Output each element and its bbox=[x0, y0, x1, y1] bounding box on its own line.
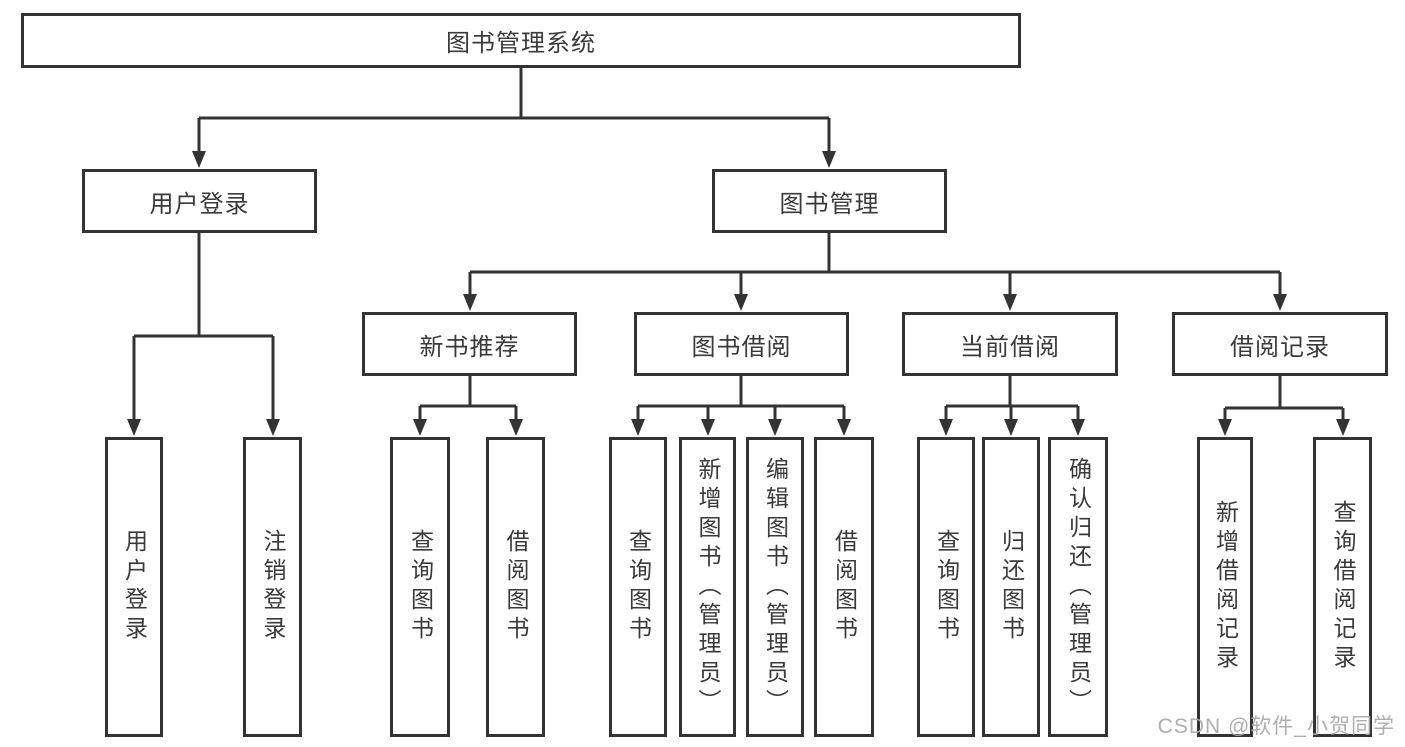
connector-root-split bbox=[197, 68, 831, 152]
node-book-borrow-label: 图书借阅 bbox=[691, 333, 792, 361]
leaf-user-login-label: 用户登录 bbox=[121, 529, 148, 645]
leaf-borrow-query-book-label: 查询图书 bbox=[625, 529, 652, 645]
node-new-book-recommend-label: 新书推荐 bbox=[419, 333, 520, 361]
node-new-book-recommend: 新书推荐 bbox=[362, 312, 577, 376]
leaf-logout-label: 注销登录 bbox=[260, 529, 286, 645]
leaf-borrow-query-book: 查询图书 bbox=[609, 437, 667, 737]
leaf-recommend-borrow-book: 借阅图书 bbox=[486, 437, 545, 737]
leaf-add-book-admin-label: 新增图书（管理员） bbox=[695, 456, 721, 718]
node-current-borrow: 当前借阅 bbox=[902, 312, 1118, 376]
node-root-label: 图书管理系统 bbox=[446, 30, 596, 57]
leaf-query-borrow-record-label: 查询借阅记录 bbox=[1330, 500, 1356, 674]
leaf-query-borrow-record: 查询借阅记录 bbox=[1313, 437, 1372, 737]
leaf-borrow-book-label: 借阅图书 bbox=[831, 529, 858, 645]
leaf-add-borrow-record-label: 新增借阅记录 bbox=[1212, 500, 1239, 674]
node-root: 图书管理系统 bbox=[21, 13, 1021, 68]
connector-book-mgmt-split bbox=[468, 233, 1282, 296]
node-user-login-label: 用户登录 bbox=[149, 190, 250, 218]
node-book-management: 图书管理 bbox=[712, 169, 947, 233]
leaf-add-book-admin: 新增图书（管理员） bbox=[679, 437, 736, 737]
leaf-edit-book-admin-label: 编辑图书（管理员） bbox=[762, 456, 789, 718]
node-borrow-record-label: 借阅记录 bbox=[1230, 333, 1330, 361]
connector-borrow-record-split bbox=[1223, 376, 1345, 420]
leaf-current-query-book-label: 查询图书 bbox=[933, 529, 960, 645]
node-user-login: 用户登录 bbox=[82, 169, 317, 233]
leaf-add-borrow-record: 新增借阅记录 bbox=[1197, 437, 1253, 737]
connector-current-borrow-split bbox=[944, 376, 1080, 420]
connector-new-book-split bbox=[418, 376, 518, 420]
connector-book-borrow-split bbox=[636, 376, 846, 420]
node-book-borrow: 图书借阅 bbox=[634, 312, 849, 376]
leaf-recommend-query-book-label: 查询图书 bbox=[407, 529, 434, 645]
leaf-logout: 注销登录 bbox=[243, 437, 302, 737]
leaf-user-login: 用户登录 bbox=[105, 437, 163, 737]
leaf-recommend-borrow-book-label: 借阅图书 bbox=[503, 529, 529, 645]
leaf-return-book-label: 归还图书 bbox=[998, 529, 1025, 645]
leaf-return-book: 归还图书 bbox=[982, 437, 1040, 737]
leaf-confirm-return-admin: 确认归还（管理员） bbox=[1048, 437, 1108, 737]
leaf-edit-book-admin: 编辑图书（管理员） bbox=[746, 437, 804, 737]
node-borrow-record: 借阅记录 bbox=[1172, 312, 1388, 376]
csdn-watermark: CSDN @软件_小贺同学 bbox=[1157, 715, 1395, 738]
leaf-borrow-book: 借阅图书 bbox=[814, 437, 874, 737]
leaf-confirm-return-admin-label: 确认归还（管理员） bbox=[1065, 456, 1092, 718]
leaf-recommend-query-book: 查询图书 bbox=[390, 437, 450, 737]
connector-user-login-split bbox=[132, 233, 275, 420]
node-book-management-label: 图书管理 bbox=[779, 190, 880, 218]
leaf-current-query-book: 查询图书 bbox=[917, 437, 975, 737]
node-current-borrow-label: 当前借阅 bbox=[960, 333, 1060, 361]
